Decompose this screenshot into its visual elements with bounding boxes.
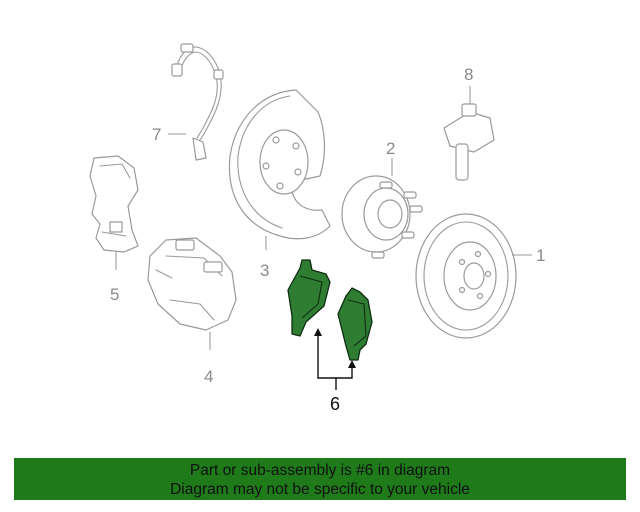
brake-rotor	[415, 213, 517, 339]
abs-wire-harness	[171, 43, 224, 161]
brake-pad-outer	[337, 287, 373, 361]
callout-2[interactable]: 2	[386, 139, 395, 158]
callout-3[interactable]: 3	[260, 261, 269, 280]
caliper-bracket	[89, 155, 139, 253]
callout-8[interactable]: 8	[464, 65, 473, 84]
wheel-hub	[341, 175, 423, 259]
banner-line-part: Part or sub-assembly is #6 in diagram	[189, 462, 451, 479]
leader-lines	[115, 86, 532, 390]
brake-pads	[287, 259, 373, 361]
banner-line-disclaimer: Diagram may not be specific to your vehi…	[170, 481, 470, 498]
brake-pad-inner	[287, 259, 331, 337]
part-info-banner: Part or sub-assembly is #6 in diagram Di…	[14, 458, 626, 500]
callout-4[interactable]: 4	[204, 367, 213, 386]
callout-1[interactable]: 1	[536, 246, 545, 265]
callout-7[interactable]: 7	[152, 125, 161, 144]
callout-5[interactable]: 5	[110, 285, 119, 304]
caliper	[147, 237, 237, 331]
dust-shield	[228, 89, 331, 240]
speed-sensor	[443, 103, 495, 181]
callout-6[interactable]: 6	[330, 394, 340, 414]
